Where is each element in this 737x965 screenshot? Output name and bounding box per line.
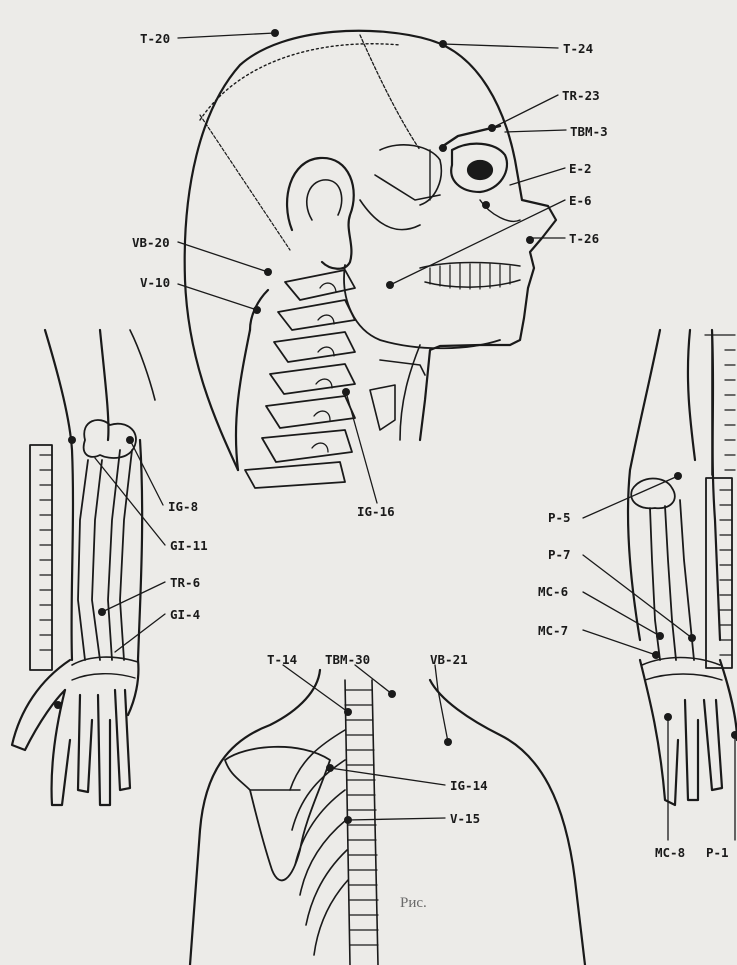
figure-caption: Рис.: [400, 895, 427, 912]
point-t26: [526, 236, 534, 244]
label-p1: P-1: [706, 846, 729, 860]
label-tr6: TR-6: [170, 576, 200, 590]
point-tbm30: [388, 690, 396, 698]
point-e6: [386, 281, 394, 289]
label-tbm30: TBM-30: [325, 653, 370, 667]
label-ig16: IG-16: [357, 505, 395, 519]
point-vb20: [264, 268, 272, 276]
point-e2: [482, 201, 490, 209]
point-ig8: [126, 436, 134, 444]
point-mc6: [656, 632, 664, 640]
point-ig16: [342, 388, 350, 396]
point-gi11: [68, 436, 76, 444]
label-mc7: MC-7: [538, 624, 568, 638]
left-forearm: [12, 330, 155, 805]
label-t24: T-24: [563, 42, 593, 56]
point-mc7: [652, 651, 660, 659]
leader-lines: [95, 33, 735, 840]
point-gi4: [54, 701, 62, 709]
acupuncture-points: [54, 29, 737, 824]
label-t26: T-26: [569, 232, 599, 246]
point-v15: [344, 816, 352, 824]
point-p7: [688, 634, 696, 642]
label-tr23: TR-23: [562, 89, 600, 103]
point-v10: [253, 306, 261, 314]
point-t14: [344, 708, 352, 716]
point-tr23: [488, 124, 496, 132]
upper-back: [190, 670, 585, 965]
point-t24: [439, 40, 447, 48]
label-gi4: GI-4: [170, 608, 200, 622]
head-profile: [185, 31, 556, 470]
point-p1: [731, 731, 737, 739]
point-mc8: [664, 713, 672, 721]
point-tbm3: [439, 144, 447, 152]
point-tr6: [98, 608, 106, 616]
label-vb20: VB-20: [132, 236, 170, 250]
label-v10: V-10: [140, 276, 170, 290]
label-gi11: GI-11: [170, 539, 208, 553]
label-t14: T-14: [267, 653, 297, 667]
cervical-spine: [245, 270, 355, 488]
label-e6: E-6: [569, 194, 592, 208]
label-mc6: MC-6: [538, 585, 568, 599]
point-p5: [674, 472, 682, 480]
label-p7: P-7: [548, 548, 571, 562]
label-tbm3: TBM-3: [570, 125, 608, 139]
point-t20: [271, 29, 279, 37]
label-mc8: MC-8: [655, 846, 685, 860]
right-forearm: [628, 330, 737, 805]
label-v15: V-15: [450, 812, 480, 826]
label-vb21: VB-21: [430, 653, 468, 667]
left-ruler: [30, 445, 52, 670]
label-ig8: IG-8: [168, 500, 198, 514]
label-e2: E-2: [569, 162, 592, 176]
label-t20: T-20: [140, 32, 170, 46]
label-ig14: IG-14: [450, 779, 488, 793]
point-vb21: [444, 738, 452, 746]
point-ig14: [326, 764, 334, 772]
label-p5: P-5: [548, 511, 571, 525]
